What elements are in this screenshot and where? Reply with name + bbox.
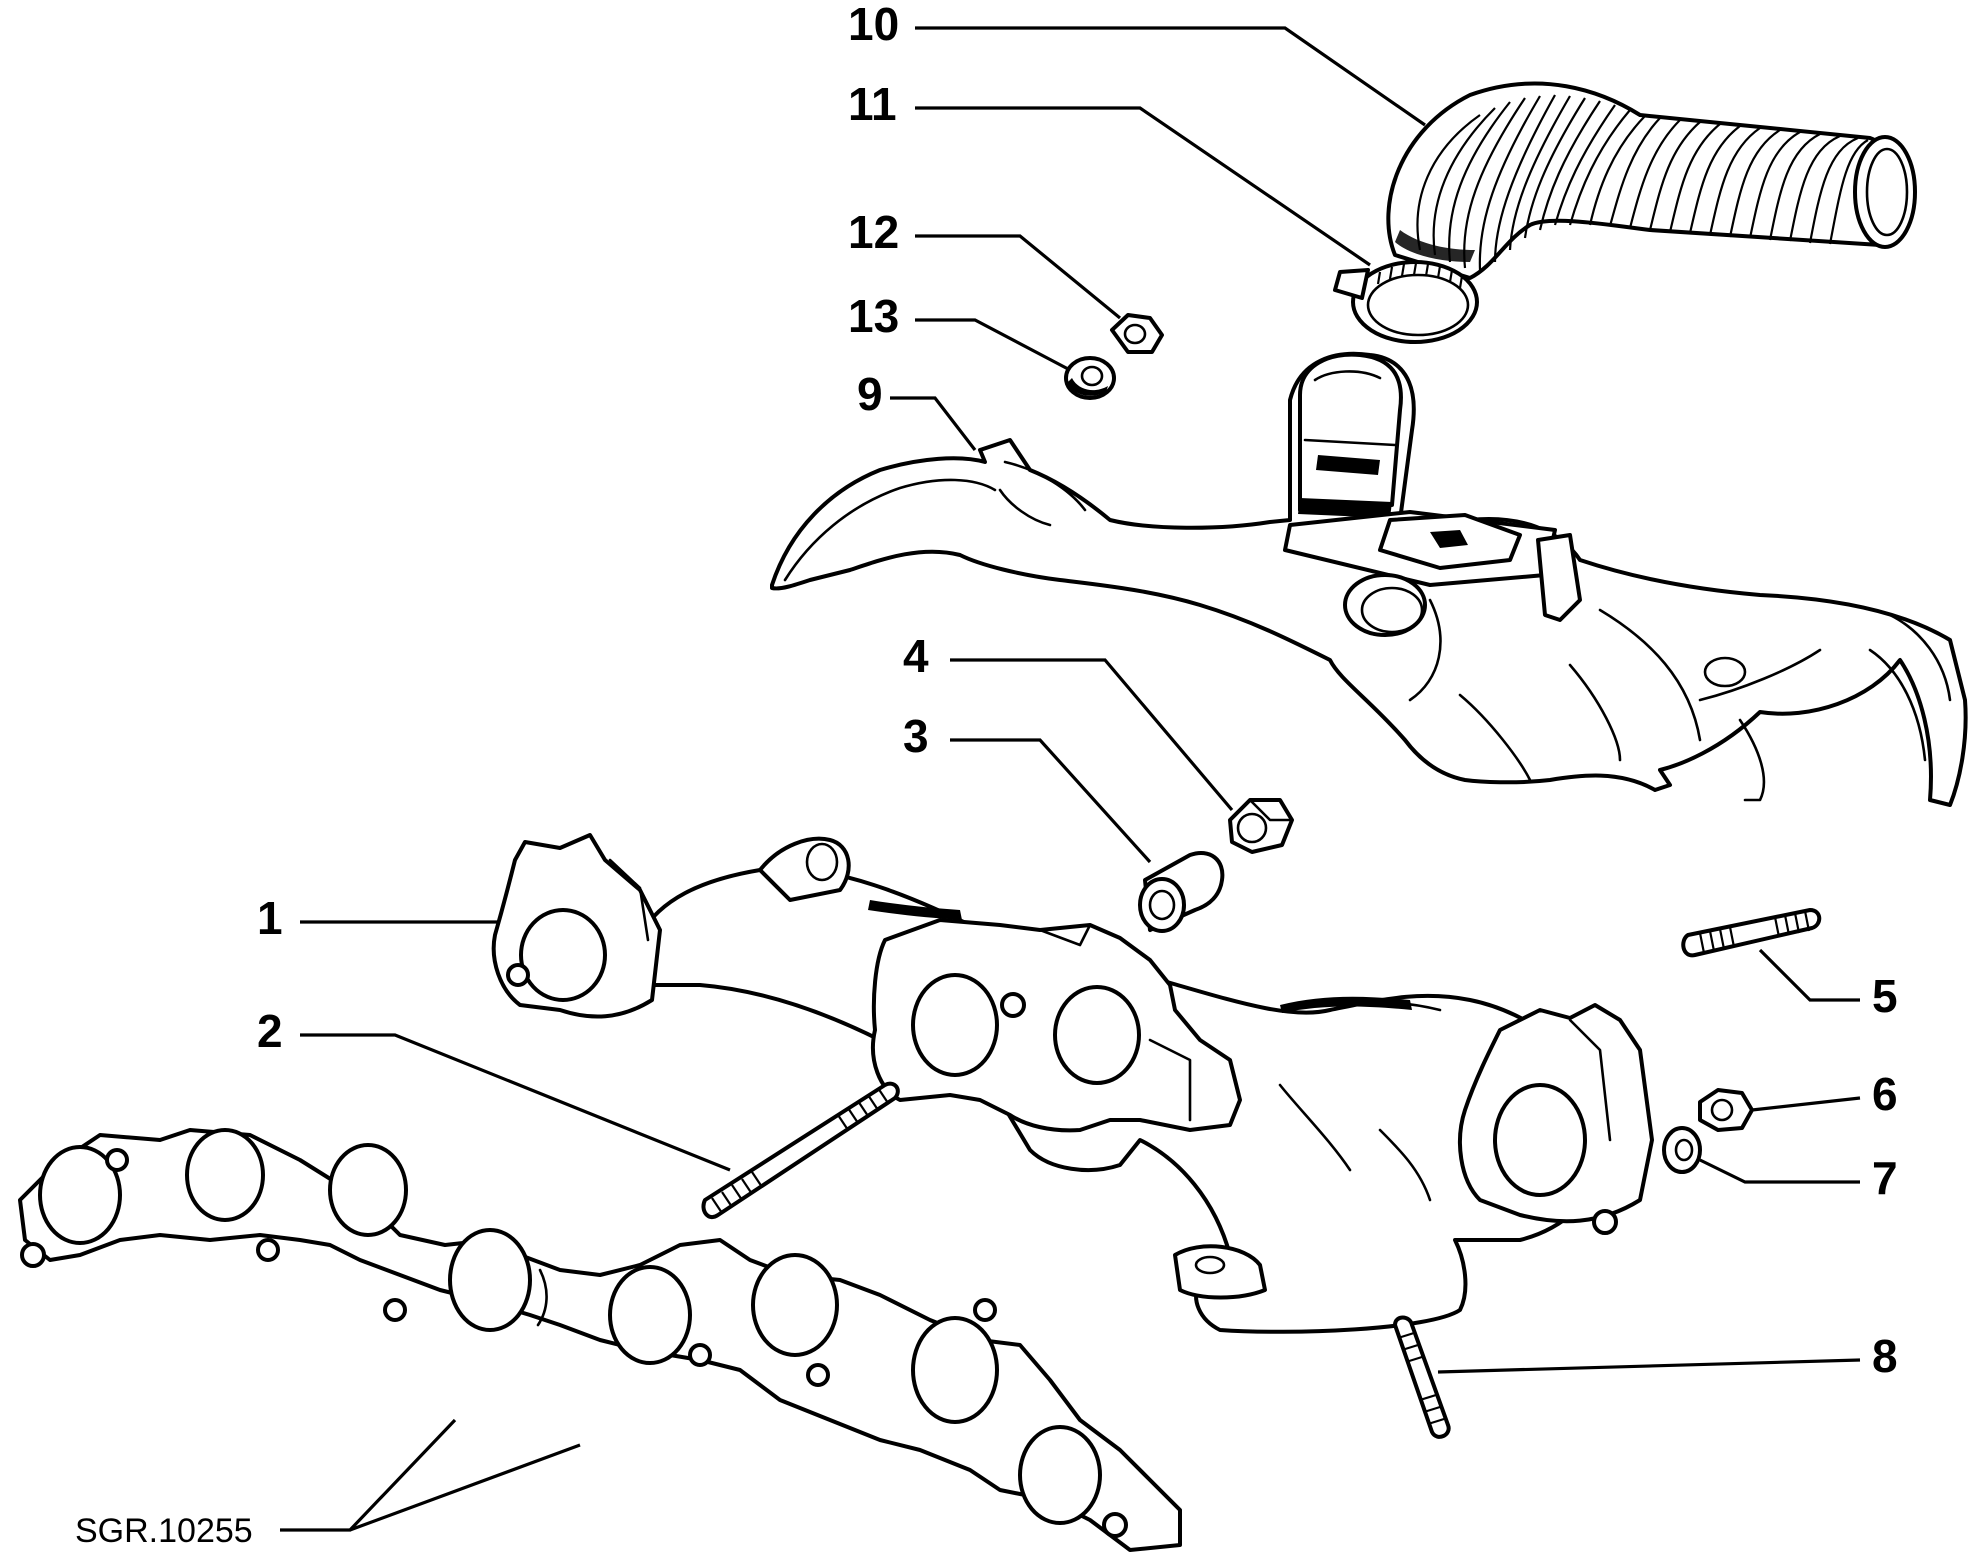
callout-3: 3 (903, 710, 929, 762)
leader-gasket (280, 1418, 457, 1532)
part-13-washer (1064, 356, 1116, 400)
leader-lines (280, 26, 1861, 1532)
leader-7 (1699, 1158, 1860, 1184)
callout-6: 6 (1872, 1068, 1898, 1120)
callout-7: 7 (1872, 1152, 1898, 1204)
part-1-exhaust-manifold (491, 833, 1654, 1334)
leader-10 (915, 26, 1426, 127)
part-7-washer (1662, 1126, 1702, 1174)
part-10-corrugated-hose (1386, 81, 1917, 280)
part-4-nut (1228, 798, 1294, 854)
part-2-long-stud (701, 1081, 900, 1220)
exhaust-manifold-gasket (18, 1128, 1182, 1552)
leader-13 (915, 318, 1071, 372)
callout-labels: 10 11 12 13 9 4 3 1 2 5 6 7 8 SGR.10255 (75, 0, 1898, 1550)
leader-2 (300, 1033, 731, 1172)
leader-11 (915, 106, 1371, 267)
callout-9: 9 (857, 368, 883, 420)
leader-gasket-2 (349, 1443, 581, 1532)
leader-3 (950, 738, 1152, 864)
callout-8: 8 (1872, 1330, 1898, 1382)
callout-5: 5 (1872, 970, 1898, 1022)
leader-12 (915, 234, 1122, 320)
leader-5 (1758, 948, 1860, 1002)
callout-13: 13 (848, 290, 899, 342)
part-9-heat-shield (770, 351, 1968, 807)
part-11-hose-clamp (1333, 260, 1479, 344)
leader-6 (1751, 1096, 1861, 1112)
leader-4 (950, 658, 1234, 812)
callout-1: 1 (257, 892, 283, 944)
part-12-nut (1110, 313, 1164, 354)
leader-9 (890, 396, 977, 451)
part-6-nut (1698, 1088, 1754, 1132)
reference-code: SGR.10255 (75, 1512, 253, 1550)
callout-11: 11 (848, 78, 897, 130)
part-8-short-stud (1393, 1315, 1451, 1439)
callout-12: 12 (848, 206, 899, 258)
callout-10: 10 (848, 0, 899, 50)
leader-8 (1437, 1358, 1861, 1374)
callout-4: 4 (903, 630, 929, 682)
callout-2: 2 (257, 1005, 283, 1057)
part-3-spacer-sleeve (1138, 851, 1225, 933)
part-5-stud (1681, 908, 1822, 958)
